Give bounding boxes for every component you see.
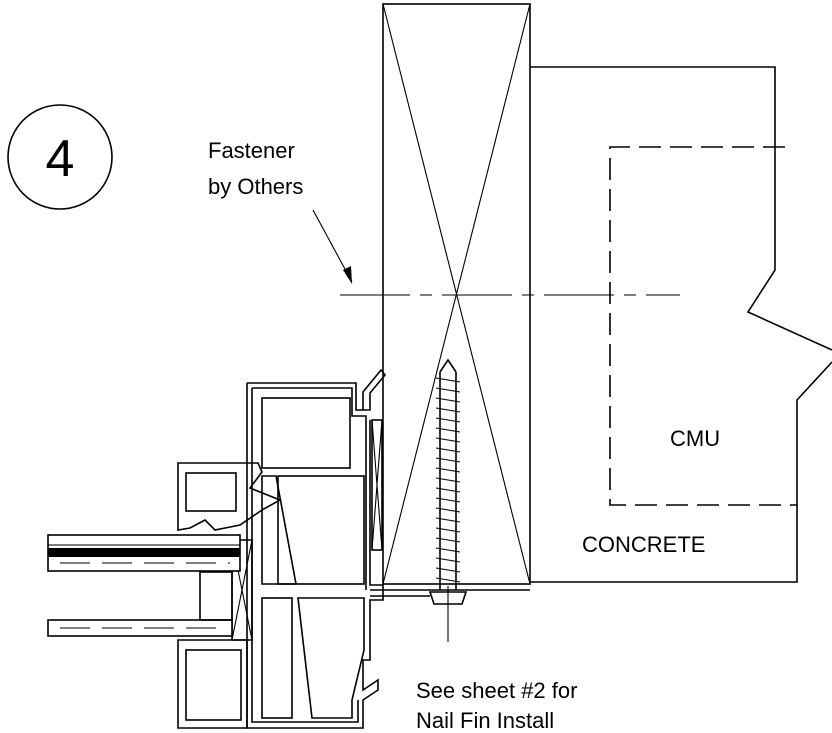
fastener-label-line1: Fastener bbox=[208, 138, 295, 163]
detail-callout-circle bbox=[7, 104, 113, 210]
fastener-leader bbox=[312, 209, 353, 284]
screw bbox=[428, 358, 468, 642]
detail-callout: 4 bbox=[7, 104, 113, 210]
glazing-panes bbox=[47, 534, 241, 637]
concrete-label: CONCRETE bbox=[582, 532, 705, 557]
glass-laminate bbox=[48, 548, 240, 557]
see-sheet-label-line2: Nail Fin Install bbox=[416, 708, 554, 733]
see-sheet-label-line1: See sheet #2 for bbox=[416, 678, 577, 703]
fastener-label-line2: by Others bbox=[208, 174, 303, 199]
detail-number: 4 bbox=[46, 130, 75, 188]
concrete-outline bbox=[530, 66, 832, 583]
cmu-label: CMU bbox=[670, 426, 720, 451]
window-frame-profile bbox=[177, 368, 530, 729]
cmu-dashed-outline bbox=[609, 146, 797, 506]
